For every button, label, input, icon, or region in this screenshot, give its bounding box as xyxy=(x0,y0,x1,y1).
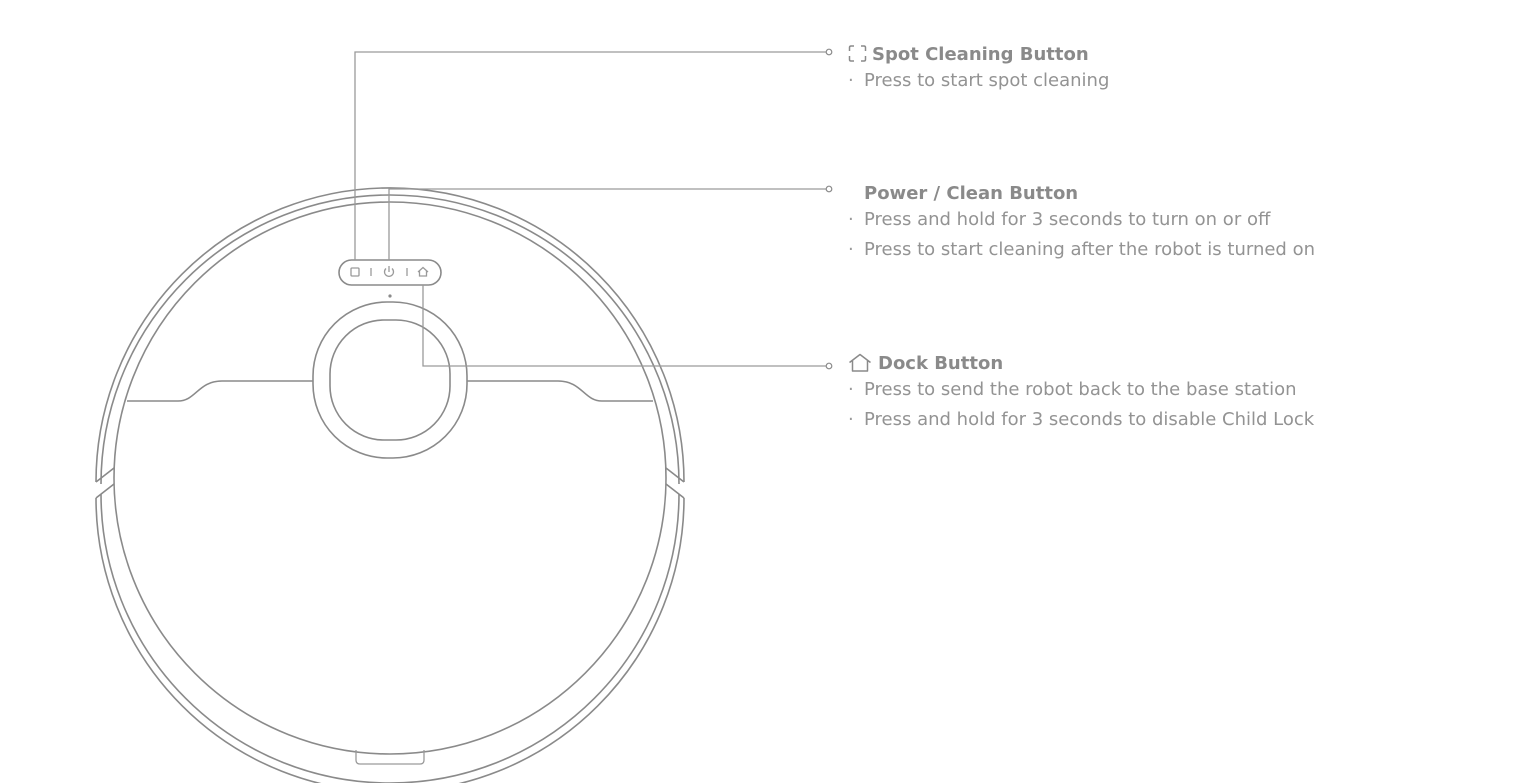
power-button[interactable] xyxy=(383,266,395,277)
leader-lines xyxy=(354,48,833,370)
power-clean-description-2: ·Press to start cleaning after the robot… xyxy=(848,239,1316,260)
power-leader-line xyxy=(388,188,826,260)
dock-button[interactable] xyxy=(417,266,429,277)
power-clean-callout: Power / Clean Button ·Press and hold for… xyxy=(848,181,1315,265)
power-clean-description-1: ·Press and hold for 3 seconds to turn on… xyxy=(848,209,1271,230)
dock-description-1: ·Press to send the robot back to the bas… xyxy=(848,379,1297,400)
status-indicator xyxy=(388,294,392,298)
spot-cleaning-callout: Spot Cleaning Button ·Press to start spo… xyxy=(848,42,1109,96)
dock-leader-line xyxy=(422,285,826,367)
spot-leader-line xyxy=(354,51,826,260)
robot-vacuum-body xyxy=(95,187,685,783)
spot-cleaning-icon xyxy=(848,44,870,64)
spot-cleaning-title: Spot Cleaning Button xyxy=(872,43,1089,65)
home-icon xyxy=(848,353,876,373)
power-clean-title: Power / Clean Button xyxy=(864,182,1079,204)
spot-cleaning-button[interactable] xyxy=(350,267,360,277)
cover-seam-line xyxy=(127,380,653,402)
dock-description-2: ·Press and hold for 3 seconds to disable… xyxy=(848,409,1315,430)
spot-cleaning-description: ·Press to start spot cleaning xyxy=(848,70,1110,91)
dock-callout: Dock Button ·Press to send the robot bac… xyxy=(848,351,1314,435)
button-panel xyxy=(338,259,442,298)
lidar-cover xyxy=(312,301,468,459)
dock-title: Dock Button xyxy=(878,352,1004,374)
